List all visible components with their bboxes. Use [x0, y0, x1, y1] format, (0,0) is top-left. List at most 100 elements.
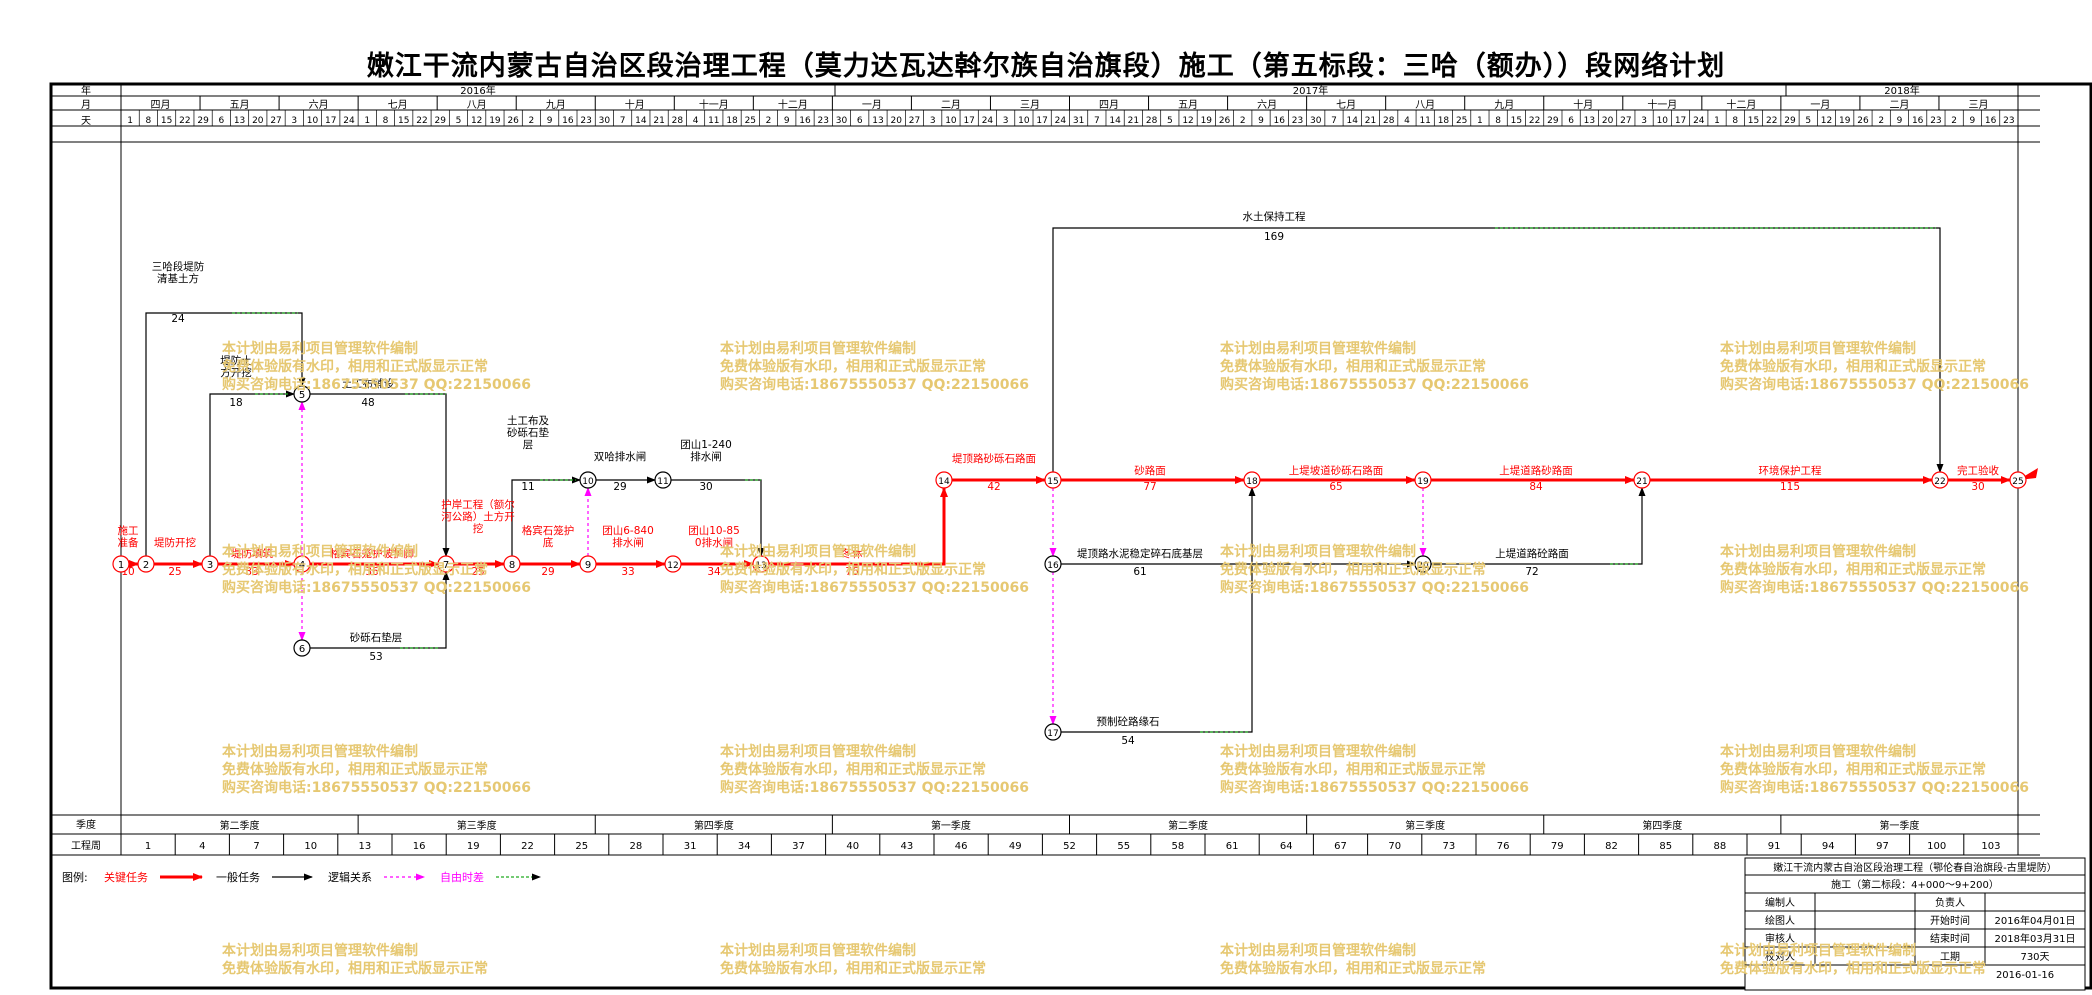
node-label: 1	[118, 560, 124, 571]
week-label: 1	[145, 841, 151, 852]
quarter-label: 第二季度	[220, 819, 260, 832]
task-arrow-t9	[769, 487, 948, 566]
day-label: 20	[890, 116, 902, 126]
month-label: 四月	[1099, 99, 1119, 111]
day-label: 22	[179, 116, 190, 126]
week-label: 67	[1334, 841, 1347, 852]
task-name: 砂砾石垫	[507, 426, 549, 439]
watermark-line: 本计划由易利项目管理软件编制	[1720, 744, 1916, 760]
info-key: 编制人	[1765, 896, 1795, 909]
day-label: 29	[434, 116, 446, 126]
watermark-line: 免费体验版有水印，相用和正式版显示正常	[720, 562, 986, 578]
node	[437, 555, 455, 573]
month-label: 七月	[388, 99, 408, 111]
node-label: 10	[582, 477, 594, 487]
task-arrow-t18	[310, 393, 450, 557]
day-label: 3	[1003, 116, 1009, 126]
day-label: 10	[307, 116, 319, 126]
info-key: 校对人	[1765, 950, 1795, 963]
watermark-line: 本计划由易利项目管理软件编制	[1220, 341, 1416, 357]
watermark-line: 免费体验版有水印，相用和正式版显示正常	[1220, 562, 1486, 578]
week-label: 7	[253, 841, 259, 852]
day-label: 4	[1404, 116, 1410, 126]
node-label: 20	[1417, 561, 1429, 571]
task-name: 三哈段堤防	[152, 260, 205, 273]
week-label: 31	[684, 841, 697, 852]
task-name: 层	[523, 439, 534, 451]
day-label: 23	[1292, 116, 1303, 126]
watermark: 本计划由易利项目管理软件编制免费体验版有水印，相用和正式版显示正常购买咨询电话:…	[1220, 340, 1529, 394]
task-name: 上堤坡道砂砾石路面	[1289, 464, 1384, 477]
task-name: 格宾石笼护坡护脚	[330, 547, 414, 560]
watermark-line: 本计划由易利项目管理软件编制	[1720, 943, 1916, 959]
watermark-line: 本计划由易利项目管理软件编制	[720, 744, 916, 760]
task-name: 砂砾石垫层	[350, 631, 403, 644]
watermark: 本计划由易利项目管理软件编制免费体验版有水印，相用和正式版显示正常购买咨询电话:…	[720, 340, 1029, 394]
legend-logic-label: 逻辑关系	[328, 870, 372, 884]
day-label: 25	[1456, 116, 1467, 126]
task-duration: 65	[1329, 481, 1342, 493]
node	[1414, 471, 1432, 489]
task-arrow-t25	[1061, 487, 1256, 733]
day-label: 15	[398, 116, 409, 126]
month-label: 十一月	[1647, 98, 1677, 111]
week-label: 46	[955, 841, 968, 852]
day-label: 20	[1602, 116, 1614, 126]
watermark-line: 本计划由易利项目管理软件编制	[222, 744, 418, 760]
day-label: 24	[1055, 116, 1067, 126]
task-name: 排水闸	[612, 536, 644, 549]
node-label: 14	[938, 477, 950, 487]
day-label: 7	[1094, 116, 1100, 126]
day-label: 19	[489, 116, 501, 126]
day-label: 15	[1748, 116, 1759, 126]
chart-title: 嫩江干流内蒙古自治区段治理工程（莫力达瓦达斡尔族自治旗段）施工（第五标段：三哈（…	[366, 51, 1726, 82]
task-duration: 24	[171, 313, 185, 325]
week-label: 19	[467, 841, 480, 852]
task-duration: 115	[1780, 481, 1800, 493]
day-label: 18	[726, 116, 738, 126]
day-label: 4	[693, 116, 699, 126]
day-label: 18	[1438, 116, 1450, 126]
task-duration: 30	[699, 481, 712, 493]
watermark-line: 本计划由易利项目管理软件编制	[1220, 544, 1416, 560]
watermark-line: 本计划由易利项目管理软件编制	[222, 544, 418, 560]
year-label: 2016年	[460, 84, 495, 97]
task-duration: 34	[707, 566, 721, 578]
node	[1633, 471, 1651, 489]
watermark-line: 免费体验版有水印，相用和正式版显示正常	[720, 359, 986, 375]
watermark: 本计划由易利项目管理软件编制免费体验版有水印，相用和正式版显示正常购买咨询电话:…	[1220, 743, 1529, 797]
day-label: 12	[1182, 116, 1193, 126]
info-key: 工期	[1940, 951, 1960, 963]
day-label: 28	[672, 116, 684, 126]
month-label: 二月	[941, 99, 961, 111]
node-label: 19	[1417, 477, 1429, 487]
day-label: 21	[653, 116, 664, 126]
task-name: 清基土方	[157, 272, 199, 285]
watermark-line: 购买咨询电话:18675550537 QQ:22150066	[1720, 580, 2029, 596]
day-label: 1	[364, 116, 370, 126]
info-key: 审核人	[1765, 932, 1795, 945]
task-duration: 25	[168, 566, 181, 578]
day-label: 3	[291, 116, 297, 126]
week-label: 34	[738, 841, 751, 852]
day-label: 1	[127, 116, 133, 126]
week-label: 73	[1443, 841, 1456, 852]
task-duration: 29	[613, 481, 626, 493]
day-label: 22	[1529, 116, 1540, 126]
outer-frame	[49, 82, 2092, 990]
month-label: 九月	[1494, 99, 1514, 111]
day-label: 13	[872, 116, 883, 126]
task-name: 堤防填筑	[231, 547, 273, 560]
task-name: 河公路）土方开	[441, 510, 515, 523]
task-name: 砂路面	[1134, 464, 1166, 477]
day-label: 22	[416, 116, 427, 126]
info-value: 2016年04月01日	[1995, 914, 2076, 927]
watermark-line: 购买咨询电话:18675550537 QQ:22150066	[720, 780, 1029, 796]
day-label: 17	[963, 116, 974, 126]
task-name: 堤顶路水泥稳定碎石底基层	[1077, 547, 1203, 560]
week-label: 55	[1117, 841, 1130, 852]
node	[503, 555, 521, 573]
watermark: 本计划由易利项目管理软件编制免费体验版有水印，相用和正式版显示正常购买咨询电话:…	[1220, 543, 1529, 597]
task-name: 环境保护工程	[1759, 464, 1822, 477]
day-label: 26	[1857, 116, 1869, 126]
